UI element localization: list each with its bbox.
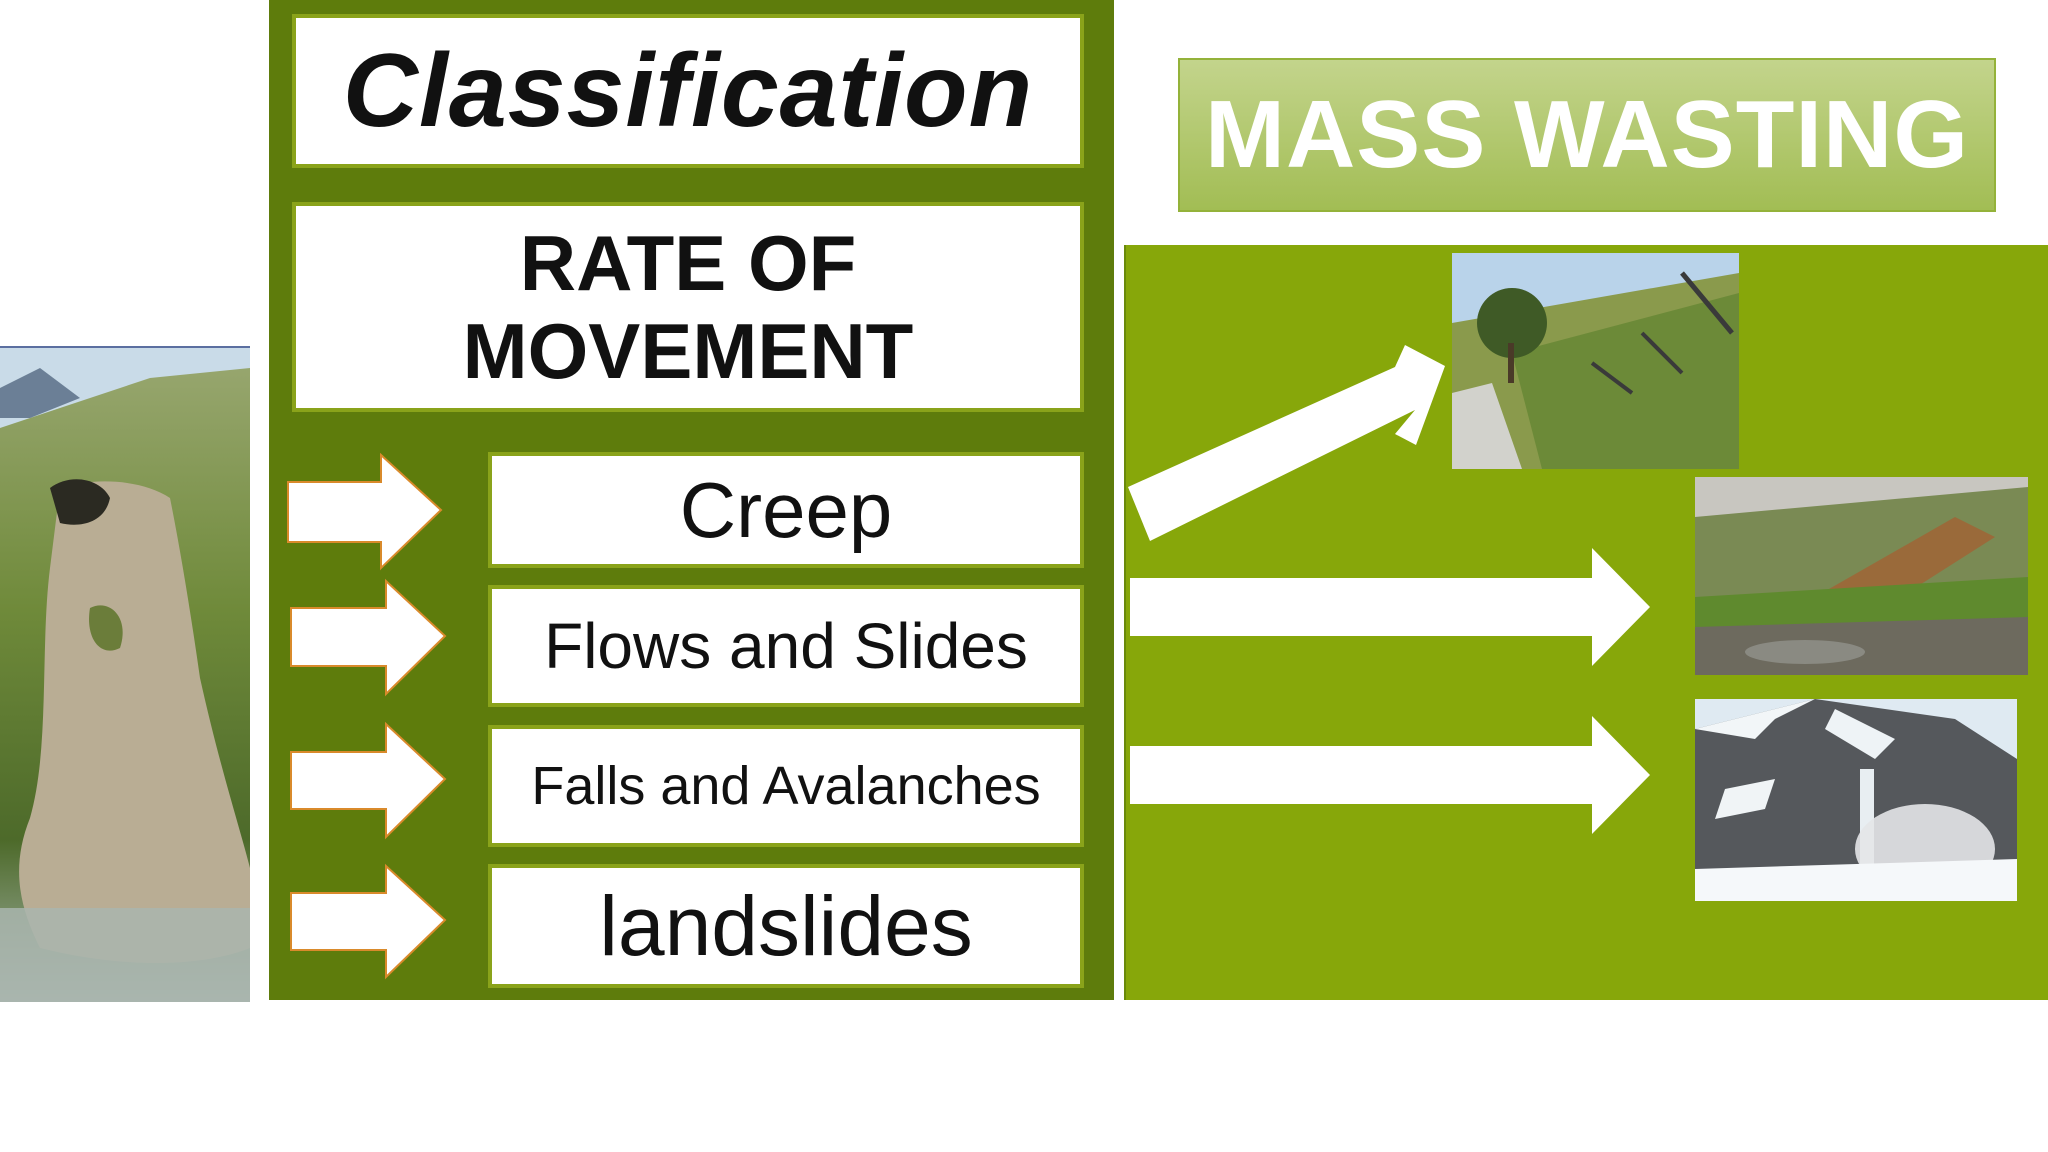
arrow-right-icon <box>1130 548 1650 666</box>
arrow-up-right-icon <box>1128 345 1445 541</box>
creep-photo <box>1452 253 1739 469</box>
rate-of-movement-heading: RATE OF MOVEMENT <box>292 202 1084 412</box>
arrow-right-icon <box>290 578 447 697</box>
category-creep: Creep <box>488 452 1084 568</box>
arrow-right-icon <box>290 721 447 840</box>
category-landslides: landslides <box>488 864 1084 988</box>
classification-title: Classification <box>292 14 1084 168</box>
category-flows-and-slides: Flows and Slides <box>488 585 1084 707</box>
arrow-right-icon <box>290 863 447 980</box>
category-falls-and-avalanches: Falls and Avalanches <box>488 725 1084 847</box>
arrow-right-icon <box>287 452 443 571</box>
flow-photo <box>1695 477 2028 675</box>
avalanche-photo <box>1695 699 2017 901</box>
landslide-photo <box>0 346 250 1002</box>
arrow-right-icon <box>1130 716 1650 834</box>
mass-wasting-banner: MASS WASTING <box>1178 58 1996 212</box>
